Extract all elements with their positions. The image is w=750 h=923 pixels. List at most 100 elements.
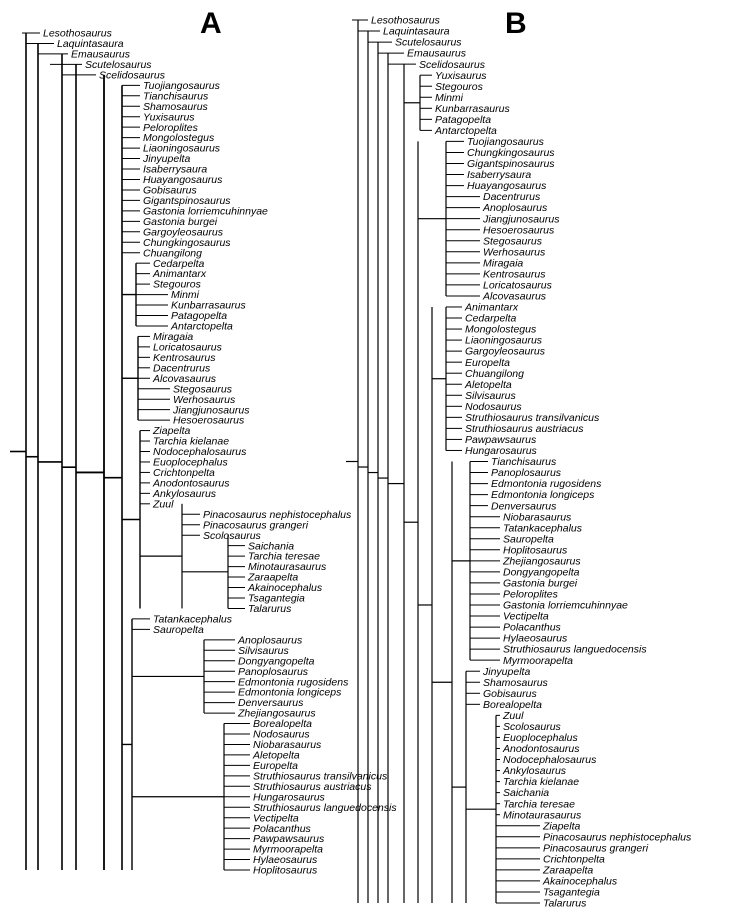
taxon-label-anodontosaurus: Anodontosaurus xyxy=(152,477,230,489)
taxon-label-mongolostegus: Mongolostegus xyxy=(465,324,537,336)
taxon-label-zuul: Zuul xyxy=(502,710,524,722)
taxon-label-dacentrurus: Dacentrurus xyxy=(483,191,541,203)
taxon-label-hungarosaurus: Hungarosaurus xyxy=(465,445,538,457)
taxon-label-struthiosaurus-languedocensis: Struthiosaurus languedocensis xyxy=(253,802,397,814)
taxon-label-zaraapelta: Zaraapelta xyxy=(542,864,593,876)
taxon-label-animantarx: Animantarx xyxy=(152,268,207,280)
taxon-label-antarctopelta: Antarctopelta xyxy=(434,125,497,137)
taxon-label-dacentrurus: Dacentrurus xyxy=(153,362,211,374)
taxon-label-hylaeosaurus: Hylaeosaurus xyxy=(253,854,318,866)
taxon-label-mongolostegus: Mongolostegus xyxy=(143,132,215,144)
taxon-label-yuxisaurus: Yuxisaurus xyxy=(143,111,195,123)
taxon-label-alcovasaurus: Alcovasaurus xyxy=(482,291,547,303)
taxon-label-gargoyleosaurus: Gargoyleosaurus xyxy=(143,226,224,238)
taxon-label-laquintasaura: Laquintasaura xyxy=(383,26,450,38)
taxon-label-stegosaurus: Stegosaurus xyxy=(173,383,233,395)
taxon-label-struthiosaurus-languedocensis: Struthiosaurus languedocensis xyxy=(503,644,647,656)
taxon-label-gastonia-lorriemcuhinnyae: Gastonia lorriemcuhinnyae xyxy=(503,600,628,612)
taxon-label-nodocephalosaurus: Nodocephalosaurus xyxy=(153,446,247,458)
taxon-label-loricatosaurus: Loricatosaurus xyxy=(483,280,553,292)
taxon-label-hylaeosaurus: Hylaeosaurus xyxy=(503,633,568,645)
taxon-label-jinyupelta: Jinyupelta xyxy=(142,153,190,165)
taxon-label-liaoningosaurus: Liaoningosaurus xyxy=(143,143,221,155)
taxon-label-edmontonia-rugosidens: Edmontonia rugosidens xyxy=(238,676,349,688)
taxon-label-polacanthus: Polacanthus xyxy=(503,622,562,634)
taxon-label-jiangjunosaurus: Jiangjunosaurus xyxy=(172,404,250,416)
taxon-label-hoplitosaurus: Hoplitosaurus xyxy=(503,544,568,556)
taxon-label-peloroplites: Peloroplites xyxy=(503,589,559,601)
taxon-label-euoplocephalus: Euoplocephalus xyxy=(153,457,228,469)
taxon-label-akainocephalus: Akainocephalus xyxy=(542,876,618,888)
taxon-label-isaberrysaura: Isaberrysaura xyxy=(143,164,207,176)
taxon-label-niobarasaurus: Niobarasaurus xyxy=(503,511,572,523)
taxon-label-cedarpelta: Cedarpelta xyxy=(465,313,517,325)
taxon-label-shamosaurus: Shamosaurus xyxy=(483,677,549,689)
taxon-label-chuangilong: Chuangilong xyxy=(465,368,524,380)
taxon-label-anoplosaurus: Anoplosaurus xyxy=(482,202,548,214)
taxon-label-hungarosaurus: Hungarosaurus xyxy=(253,791,326,803)
tree-branches-a xyxy=(10,32,250,871)
taxon-label-ziapelta: Ziapelta xyxy=(152,425,191,437)
taxon-label-gobisaurus: Gobisaurus xyxy=(143,185,197,197)
taxon-label-pinacosaurus-grangeri: Pinacosaurus grangeri xyxy=(543,842,649,854)
taxon-label-werhosaurus: Werhosaurus xyxy=(173,394,236,406)
taxon-label-struthiosaurus-austriacus: Struthiosaurus austriacus xyxy=(465,423,584,435)
taxon-label-minmi: Minmi xyxy=(435,92,464,104)
tree-branches-b xyxy=(346,19,540,904)
taxon-label-talarurus: Talarurus xyxy=(248,603,292,615)
taxon-label-lesothosaurus: Lesothosaurus xyxy=(43,28,113,40)
taxon-label-stegosaurus: Stegosaurus xyxy=(483,235,543,247)
taxon-label-animantarx: Animantarx xyxy=(464,302,519,314)
taxon-label-crichtonpelta: Crichtonpelta xyxy=(153,467,215,479)
taxon-label-ankylosaurus: Ankylosaurus xyxy=(502,765,567,777)
taxon-label-zhejiangosaurus: Zhejiangosaurus xyxy=(237,708,316,720)
taxon-label-struthiosaurus-austriacus: Struthiosaurus austriacus xyxy=(253,781,372,793)
taxon-label-lesothosaurus: Lesothosaurus xyxy=(371,15,441,27)
taxon-label-kunbarrasaurus: Kunbarrasaurus xyxy=(435,103,510,115)
taxon-label-euoplocephalus: Euoplocephalus xyxy=(503,732,578,744)
taxon-label-minmi: Minmi xyxy=(171,289,200,301)
taxon-label-nodosaurus: Nodosaurus xyxy=(253,729,310,741)
taxon-label-panoplosaurus: Panoplosaurus xyxy=(491,467,562,479)
taxon-label-vectipelta: Vectipelta xyxy=(253,812,299,824)
taxon-label-edmontonia-longiceps: Edmontonia longiceps xyxy=(491,489,595,501)
taxon-label-huayangosaurus: Huayangosaurus xyxy=(467,180,547,192)
taxon-label-scutelosaurus: Scutelosaurus xyxy=(395,37,462,49)
taxon-label-kentrosaurus: Kentrosaurus xyxy=(483,268,546,280)
taxon-label-minotaurasaurus: Minotaurasaurus xyxy=(503,809,582,821)
taxon-label-antarctopelta: Antarctopelta xyxy=(170,321,233,333)
taxon-label-tarchia-teresae: Tarchia teresae xyxy=(248,551,320,563)
taxon-label-pawpawsaurus: Pawpawsaurus xyxy=(253,833,325,845)
taxon-label-tuojiangosaurus: Tuojiangosaurus xyxy=(467,136,545,148)
taxon-label-patagopelta: Patagopelta xyxy=(171,310,227,322)
taxon-label-tuojiangosaurus: Tuojiangosaurus xyxy=(143,80,221,92)
taxon-label-peloroplites: Peloroplites xyxy=(143,122,199,134)
taxon-label-scelidosaurus: Scelidosaurus xyxy=(99,69,166,81)
taxon-label-tarchia-kielanae: Tarchia kielanae xyxy=(153,436,229,448)
taxon-label-huayangosaurus: Huayangosaurus xyxy=(143,174,223,186)
taxon-label-miragaia: Miragaia xyxy=(153,331,193,343)
taxon-label-denversaurus: Denversaurus xyxy=(491,500,557,512)
taxon-label-saichania: Saichania xyxy=(503,787,549,799)
taxon-label-saichania: Saichania xyxy=(248,540,294,552)
taxon-label-tianchisaurus: Tianchisaurus xyxy=(491,456,557,468)
taxon-label-loricatosaurus: Loricatosaurus xyxy=(153,341,223,353)
taxon-label-denversaurus: Denversaurus xyxy=(238,697,304,709)
taxon-label-pinacosaurus-grangeri: Pinacosaurus grangeri xyxy=(203,519,309,531)
taxon-label-pinacosaurus-nephistocephalus: Pinacosaurus nephistocephalus xyxy=(203,509,352,521)
taxon-label-chuangilong: Chuangilong xyxy=(143,247,202,259)
taxon-label-silvisaurus: Silvisaurus xyxy=(238,645,290,657)
taxon-label-laquintasaura: Laquintasaura xyxy=(57,38,124,50)
taxon-labels-b: LesothosaurusLaquintasauraScutelosaurusE… xyxy=(371,15,692,910)
taxon-label-pawpawsaurus: Pawpawsaurus xyxy=(465,434,537,446)
taxon-label-gastonia-burgei: Gastonia burgei xyxy=(503,578,578,590)
taxon-label-zaraapelta: Zaraapelta xyxy=(247,572,298,584)
cladogram-panel-b: B LesothosaurusLaquintasauraScutelosauru… xyxy=(346,7,692,910)
taxon-label-borealopelta: Borealopelta xyxy=(253,718,312,730)
taxon-label-kunbarrasaurus: Kunbarrasaurus xyxy=(171,300,246,312)
taxon-label-scolosaurus: Scolosaurus xyxy=(203,530,262,542)
taxon-label-akainocephalus: Akainocephalus xyxy=(247,582,323,594)
taxon-label-hoplitosaurus: Hoplitosaurus xyxy=(253,865,318,877)
taxon-label-tatankacephalus: Tatankacephalus xyxy=(503,522,583,534)
